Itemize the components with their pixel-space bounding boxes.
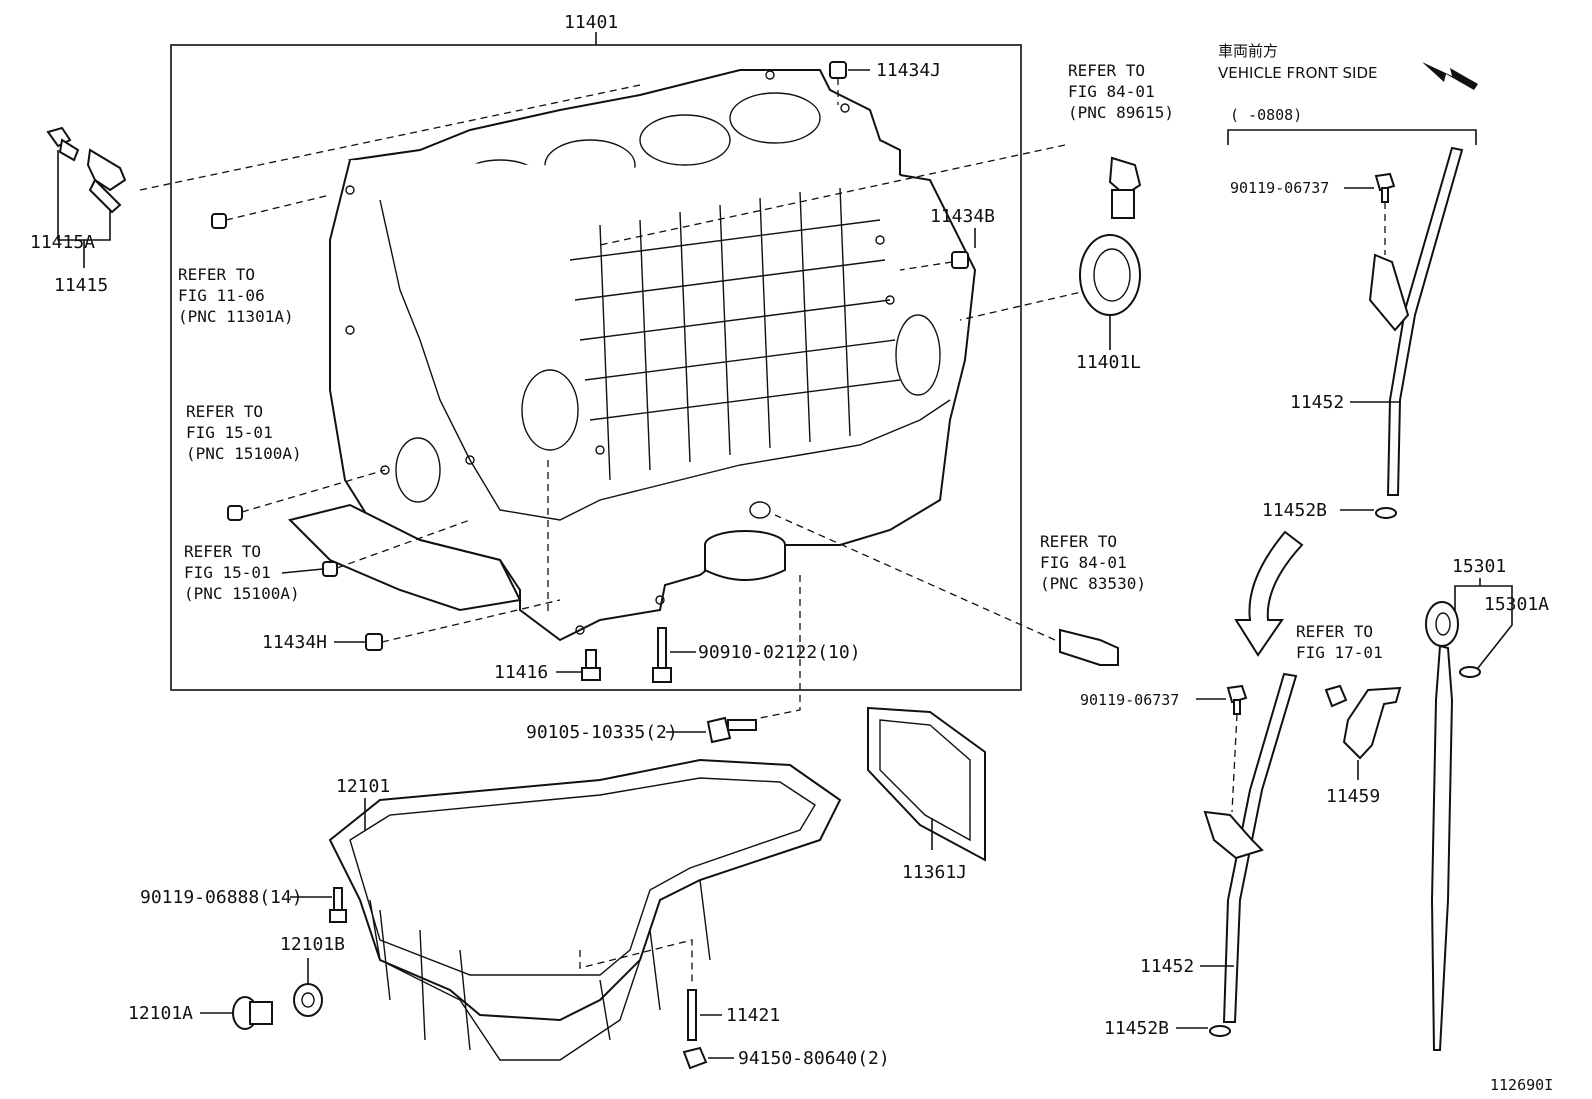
dowel-pin-top <box>211 213 227 229</box>
ref-fig-15-01-b[interactable]: REFER TO FIG 15-01 (PNC 15100A) <box>184 542 300 603</box>
figure-id: 112690I <box>1490 1076 1553 1094</box>
part-label-90119-06888[interactable]: 90119-06888(14) <box>140 887 303 908</box>
sensor-11415 <box>46 126 127 214</box>
part-label-11452B-upper[interactable]: 11452B <box>1262 500 1327 521</box>
dipstick-guide-upper <box>1368 146 1464 496</box>
part-label-11415A[interactable]: 11415A <box>30 232 95 253</box>
bolt-90119-06737-upper <box>1374 172 1396 203</box>
part-label-11361J[interactable]: 11361J <box>902 862 967 883</box>
curved-arrow-icon <box>1234 530 1304 657</box>
part-label-12101[interactable]: 12101 <box>336 776 390 797</box>
dowel-pin-low <box>322 561 338 577</box>
bolt-90119-06888 <box>329 887 347 923</box>
knock-sensor <box>1108 156 1142 219</box>
oil-pressure-switch <box>1059 628 1119 666</box>
ref-fig-84-01-pnc-89615[interactable]: REFER TO FIG 84-01 (PNC 89615) <box>1068 61 1174 122</box>
baffle-plate-11361J <box>867 706 986 862</box>
model-range-label: ( -0808) <box>1230 106 1302 124</box>
ref-fig-15-01-a[interactable]: REFER TO FIG 15-01 (PNC 15100A) <box>186 402 302 463</box>
part-label-11415[interactable]: 11415 <box>54 275 108 296</box>
part-label-94150-80640[interactable]: 94150-80640(2) <box>738 1048 890 1069</box>
part-label-11421[interactable]: 11421 <box>726 1005 780 1026</box>
dowel-pin-11434H <box>365 633 383 651</box>
drain-plug-12101A <box>232 996 273 1030</box>
part-label-12101A[interactable]: 12101A <box>128 1003 193 1024</box>
nut-94150-80640 <box>682 1046 708 1070</box>
ref-fig-84-01-pnc-83530[interactable]: REFER TO FIG 84-01 (PNC 83530) <box>1040 532 1146 593</box>
nut-ref-17-01 <box>1324 684 1348 708</box>
bracket-11459 <box>1342 686 1402 760</box>
bolt-11416 <box>581 649 601 681</box>
ref-fig-11-06[interactable]: REFER TO FIG 11-06 (PNC 11301A) <box>178 265 294 326</box>
o-ring-11452B-upper <box>1375 507 1397 519</box>
bolt-90119-06737-lower <box>1226 684 1248 715</box>
plug-11434B <box>951 251 969 269</box>
part-label-11434H[interactable]: 11434H <box>262 632 327 653</box>
part-label-90105-10335[interactable]: 90105-10335(2) <box>526 722 678 743</box>
o-ring-11452B-lower <box>1209 1025 1231 1037</box>
part-label-11459[interactable]: 11459 <box>1326 786 1380 807</box>
part-label-12101B[interactable]: 12101B <box>280 934 345 955</box>
front-direction-arrow-icon <box>1422 62 1478 90</box>
vehicle-front-en: VEHICLE FRONT SIDE <box>1218 64 1378 82</box>
part-label-15301A[interactable]: 15301A <box>1484 594 1549 615</box>
dowel-pin-mid <box>227 505 243 521</box>
cylinder-block-drawing <box>288 69 977 642</box>
oil-seal-11401L <box>1079 234 1141 316</box>
part-label-15301[interactable]: 15301 <box>1452 556 1506 577</box>
bolt-90910-02122 <box>652 627 672 683</box>
part-label-90119-06737-lower[interactable]: 90119-06737 <box>1080 691 1179 709</box>
vehicle-front-jp: 車両前方 <box>1218 42 1278 60</box>
o-ring-15301A <box>1459 666 1481 678</box>
stud-11421 <box>687 989 697 1041</box>
bolt-90105-10335 <box>706 716 757 744</box>
part-label-11416[interactable]: 11416 <box>494 662 548 683</box>
part-label-11452-upper[interactable]: 11452 <box>1290 392 1344 413</box>
oil-level-gauge-15301 <box>1425 601 1459 1051</box>
part-label-11452-lower[interactable]: 11452 <box>1140 956 1194 977</box>
part-label-11401[interactable]: 11401 <box>564 12 618 33</box>
gasket-12101B <box>293 983 323 1017</box>
part-label-11401L[interactable]: 11401L <box>1076 352 1141 373</box>
part-label-90910-02122[interactable]: 90910-02122(10) <box>698 642 861 663</box>
oil-pan-12101 <box>328 758 842 1061</box>
part-label-11434B[interactable]: 11434B <box>930 206 995 227</box>
part-label-90119-06737-upper[interactable]: 90119-06737 <box>1230 179 1329 197</box>
ref-fig-17-01[interactable]: REFER TO FIG 17-01 <box>1296 622 1383 662</box>
part-label-11452B-lower[interactable]: 11452B <box>1104 1018 1169 1039</box>
part-label-11434J[interactable]: 11434J <box>876 60 941 81</box>
plug-11434J <box>829 61 847 79</box>
dipstick-guide-lower <box>1203 672 1298 1023</box>
